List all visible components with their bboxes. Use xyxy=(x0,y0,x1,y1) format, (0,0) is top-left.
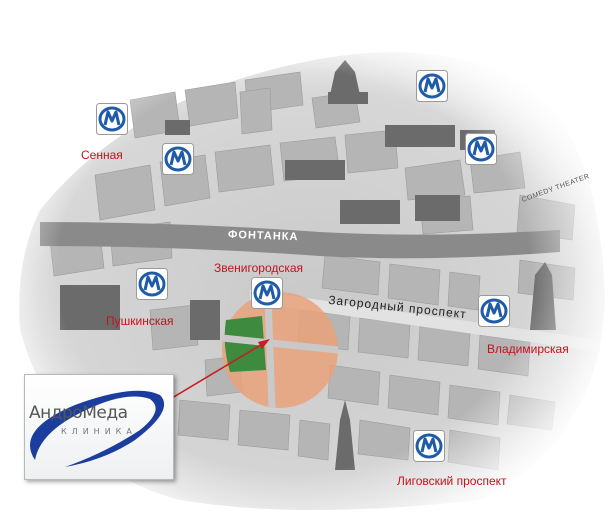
metro-icon-east[interactable] xyxy=(465,133,497,165)
station-label-sennaya: Сенная xyxy=(81,148,123,162)
metro-icon xyxy=(413,430,445,462)
metro-icon xyxy=(478,295,510,327)
station-label-pushkinskaya: Пушкинская xyxy=(106,314,174,328)
pointer-arrowhead xyxy=(258,339,270,349)
metro-icon-sennaya-2[interactable] xyxy=(162,143,194,175)
metro-icon-vladimirskaya[interactable] xyxy=(478,295,510,327)
metro-icon xyxy=(465,133,497,165)
logo-swoosh-icon xyxy=(30,390,165,467)
metro-icon-ligovsky[interactable] xyxy=(413,430,445,462)
metro-icon-north[interactable] xyxy=(416,70,448,102)
pointer-line xyxy=(171,342,265,399)
station-label-ligovsky: Лиговский проспект xyxy=(397,474,507,488)
metro-icon-zvenigorodskaya[interactable] xyxy=(251,277,283,309)
metro-icon xyxy=(416,70,448,102)
metro-icon xyxy=(136,268,168,300)
station-label-zvenigorodskaya: Звенигородская xyxy=(214,261,304,275)
metro-icon xyxy=(162,143,194,175)
metro-icon-sennaya[interactable] xyxy=(96,103,128,135)
clinic-logo-box[interactable]: АндроМеда КЛИНИКА xyxy=(24,374,174,480)
logo-subtitle: КЛИНИКА xyxy=(61,427,137,436)
station-label-vladimirskaya: Владимирская xyxy=(487,342,569,356)
metro-icon xyxy=(96,103,128,135)
street-label-fontanka: ФОНТАНКА xyxy=(227,228,299,244)
metro-icon xyxy=(251,277,283,309)
metro-icon-pushkinskaya[interactable] xyxy=(136,268,168,300)
logo-name: АндроМеда xyxy=(29,403,128,423)
